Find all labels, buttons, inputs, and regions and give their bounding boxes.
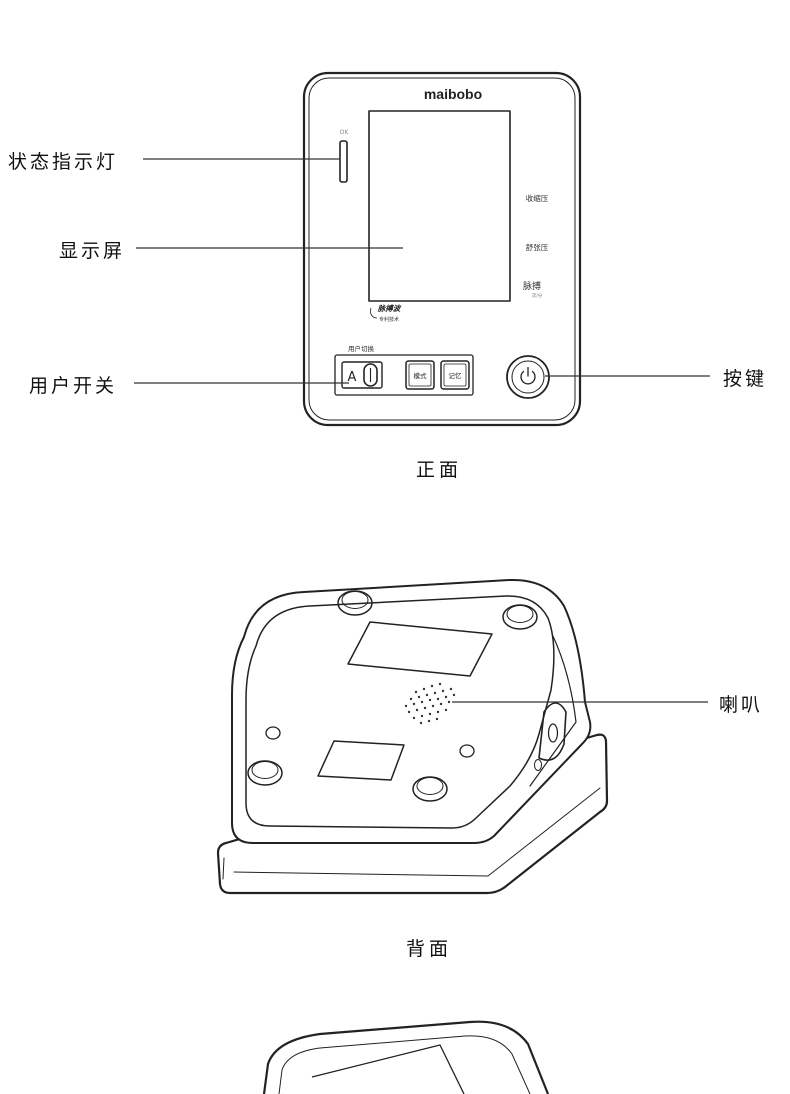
status-light (339, 140, 348, 183)
back-label-window-bottom (317, 740, 405, 781)
pulse-unit-label: 次/分 (532, 292, 543, 299)
speaker-grille (404, 682, 456, 725)
user-switch-slider[interactable] (363, 363, 378, 387)
back-screw-right (459, 744, 475, 758)
brand-logo: maibobo (424, 86, 482, 102)
front-outer-body (302, 71, 582, 427)
back-main-body (231, 578, 592, 844)
badge-mark (369, 307, 378, 319)
memory-button-inner (443, 363, 467, 387)
memory-button-label: 记忆 (449, 371, 463, 380)
pulse-label: 脉搏 (523, 280, 541, 292)
back-foot-top-left (337, 590, 373, 616)
ok-label: OK (340, 129, 350, 136)
memory-button[interactable] (440, 360, 470, 390)
control-panel (334, 354, 474, 396)
label-user-switch: 用户开关 (29, 375, 118, 397)
caption-back: 背面 (406, 938, 453, 960)
back-bottom-face (245, 595, 555, 829)
mode-button-inner (408, 363, 432, 387)
badge-title: 脉搏波 (377, 304, 402, 313)
third-view-partial (262, 1020, 550, 1094)
mode-button[interactable] (405, 360, 435, 390)
label-button: 按键 (723, 368, 768, 390)
third-view-screen (311, 1044, 465, 1094)
power-icon (520, 366, 536, 385)
front-inner-bezel (308, 77, 576, 421)
systolic-label: 收缩压 (526, 193, 549, 203)
third-view-body (262, 1020, 550, 1094)
back-screw-left (265, 726, 281, 740)
back-base-plate (216, 733, 609, 895)
third-view-inner (278, 1035, 531, 1094)
back-base-edge (222, 857, 225, 880)
mode-button-label: 模式 (414, 371, 428, 380)
back-foot-top-right (502, 604, 538, 630)
caption-front: 正面 (416, 459, 463, 481)
back-label-window-top (347, 621, 493, 677)
diastolic-label: 舒张压 (526, 242, 549, 252)
label-speaker: 喇叭 (719, 694, 764, 716)
back-view (216, 578, 609, 895)
back-side-edge (529, 633, 577, 787)
badge-subtitle: 专利技术 (379, 316, 399, 323)
user-switch-title: 用户切换 (348, 344, 375, 353)
back-foot-bottom-left (247, 760, 283, 786)
user-switch-housing (341, 361, 383, 389)
display-screen (368, 110, 511, 302)
label-display: 显示屏 (59, 240, 126, 262)
user-switch-letter: A (348, 370, 357, 385)
front-callout-lines (134, 158, 710, 384)
power-button[interactable] (506, 355, 550, 399)
power-button-ring (511, 360, 545, 394)
back-foot-bottom-right (412, 776, 448, 802)
label-status-light: 状态指示灯 (8, 151, 119, 173)
back-base-rim (233, 787, 601, 877)
side-connector (534, 702, 567, 771)
front-view: maibobo OK 收缩压 舒张压 脉搏 次/分 脉搏波 专利技术 用户切换 … (302, 71, 582, 427)
